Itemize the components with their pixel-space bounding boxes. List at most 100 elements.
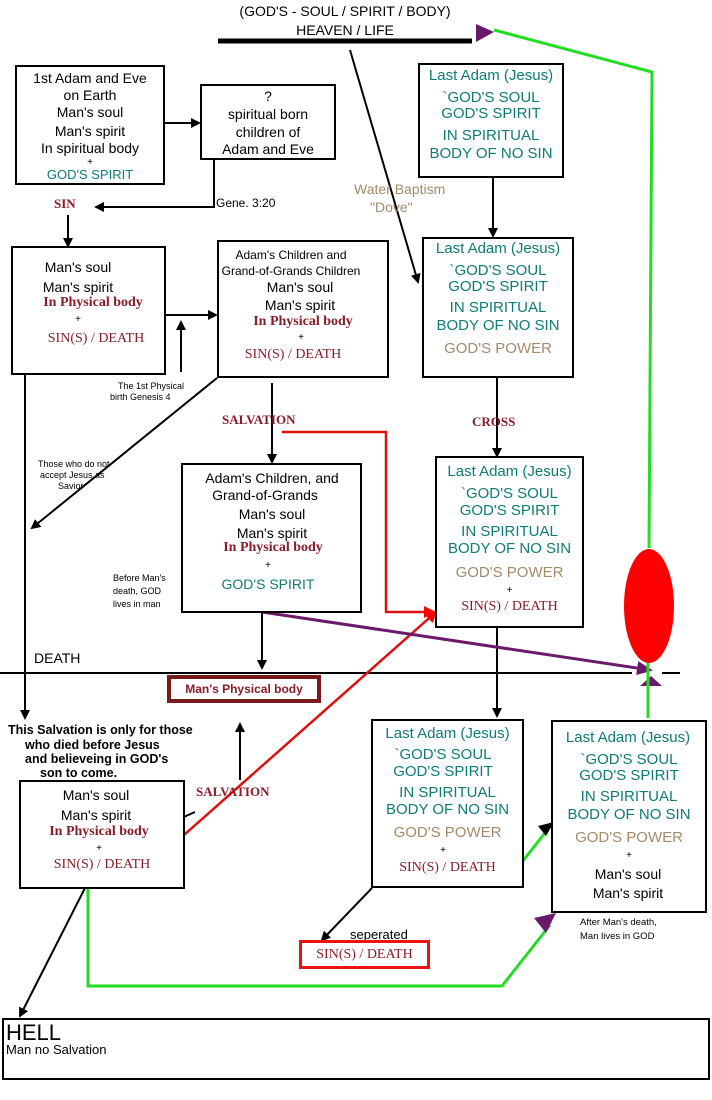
box-text: 1st Adam and Eve [33, 70, 147, 86]
box-text: SIN(S) / DEATH [461, 599, 558, 614]
box-text: GOD'S POWER [575, 829, 683, 846]
box-text: Man's spirit [236, 525, 308, 541]
box-text: Man's spirit [54, 123, 126, 139]
box-text: Last Adam (Jesus) [385, 725, 510, 742]
box-jesus-1: Last Adam (Jesus) `GOD'S SOUL GOD'S SPIR… [418, 63, 564, 178]
label-cross: CROSS [472, 414, 516, 429]
label-salvation-only-1: This Salvation is only for those [8, 723, 193, 737]
box-separated-sin: SIN(S) / DEATH [299, 940, 430, 969]
box-text: GOD'S POWER [444, 340, 552, 357]
arrow-to-hell [19, 887, 86, 1018]
arrow-to-unsaved [30, 377, 218, 530]
box-text: on Earth [63, 87, 117, 103]
box-text: In Physical body [43, 295, 143, 310]
box-text: spiritual born [227, 106, 309, 122]
box-text: BODY OF NO SIN [436, 317, 560, 334]
box-jesus-5: Last Adam (Jesus) `GOD'S SOUL GOD'S SPIR… [551, 720, 707, 913]
label-not-accept-1: Those who do not [38, 459, 110, 469]
header-title-line1: (GOD'S - SOUL / SPIRIT / BODY) [239, 3, 451, 19]
box-text: Last Adam (Jesus) [447, 463, 572, 480]
box-text: Man's soul [594, 866, 662, 882]
box-text: IN SPIRITUAL [399, 784, 496, 801]
label-water-baptism-2: "Dove" [370, 199, 413, 215]
purple-arrowhead-top [476, 24, 494, 42]
label-salvation-only-3: and believeing in GOD's [25, 752, 169, 766]
label-salvation-2: SALVATION [196, 784, 270, 799]
arrow-gene [94, 160, 215, 212]
label-after-death-2: Man lives in GOD [580, 931, 655, 942]
box-text: Man's soul [44, 259, 112, 275]
box-text: Last Adam (Jesus) [565, 729, 691, 746]
box-text: In Physical body [49, 824, 149, 839]
box-text: Man's Physical body [185, 682, 303, 696]
label-not-accept-2: accept Jesus as [40, 470, 105, 480]
label-gene: Gene. 3:20 [216, 196, 276, 210]
box-text: Adam's Children and [235, 248, 347, 262]
label-salvation-only-4: son to come. [40, 766, 118, 780]
box-text: IN SPIRITUAL [580, 788, 678, 805]
label-salvation-1: SALVATION [222, 412, 296, 427]
label-water-baptism-1: Water Baptism [354, 181, 446, 197]
hell-subtitle: Man no Salvation [6, 1042, 107, 1057]
box-text: + [298, 332, 304, 343]
label-after-death-1: After Man's death, [580, 917, 657, 928]
box-text: + [87, 157, 93, 168]
box-text: BODY OF NO SIN [429, 145, 553, 162]
box-text: GOD'S POWER [393, 824, 502, 841]
box-hell: HELL Man no Salvation [2, 1018, 710, 1080]
box-saved-children: Adam's Children, and Grand-of-Grands Man… [181, 463, 362, 613]
arrow-heaven-to-jesus2 [349, 49, 421, 284]
box-text: SIN(S) / DEATH [399, 860, 496, 875]
header-title-line2: HEAVEN / LIFE [296, 22, 394, 38]
box-text: In Physical body [223, 540, 323, 555]
box-text: `GOD'S SOUL [580, 751, 678, 768]
box-text: `GOD'S SOUL [442, 89, 540, 106]
box-text: IN SPIRITUAL [442, 127, 540, 144]
box-text: + [626, 850, 632, 861]
label-sin: SIN [54, 196, 76, 211]
box-text: + [96, 843, 102, 854]
box-text: ? [264, 88, 272, 104]
box-jesus-4: Last Adam (Jesus) `GOD'S SOUL GOD'S SPIR… [371, 719, 524, 888]
label-before-death-1: Before Man's [113, 573, 166, 583]
red-salvation-route-1 [282, 430, 436, 618]
label-before-death-3: lives in man [113, 599, 161, 609]
red-salvation-route-2 [157, 610, 438, 859]
box-text: IN SPIRITUAL [461, 523, 558, 540]
box-text: GOD'S SPIRIT [459, 502, 560, 519]
purple-arrowhead-small [640, 676, 662, 686]
box-text: Man's spirit [592, 885, 664, 901]
arrow-jesus4-to-separated [320, 887, 373, 942]
label-seperated: seperated [350, 927, 408, 942]
box-text: + [265, 560, 271, 571]
box-text: SIN(S) / DEATH [47, 331, 145, 346]
label-first-birth-1: The 1st Physical [118, 381, 185, 391]
label-before-death-2: death, GOD [113, 586, 162, 596]
box-text: In spiritual body [40, 140, 140, 156]
box-text: `GOD'S SOUL [460, 485, 559, 502]
box-text: Man's spirit [264, 297, 336, 313]
box-text: GOD'S POWER [455, 564, 564, 581]
box-text: IN SPIRITUAL [449, 299, 547, 316]
box-text: BODY OF NO SIN [385, 801, 510, 818]
box-text: Man's soul [56, 104, 124, 120]
box-adams-children: Adam's Children and Grand-of-Grands Chil… [217, 240, 389, 378]
box-text: Adam and Eve [222, 141, 314, 157]
box-text: Man's soul [238, 506, 306, 522]
box-text: SIN(S) / DEATH [316, 947, 413, 962]
box-physical-body: Man's Physical body [167, 675, 321, 703]
label-not-accept-3: Savior [58, 481, 84, 491]
box-text: `GOD'S SOUL [394, 746, 492, 763]
box-text: GOD'S SPIRIT [579, 767, 679, 784]
box-text: In Physical body [253, 314, 353, 329]
box-text: BODY OF NO SIN [447, 540, 572, 557]
box-text: GOD'S SPIRIT [393, 763, 493, 780]
green-route-up [493, 28, 654, 549]
box-jesus-2: Last Adam (Jesus) `GOD'S SOUL GOD'S SPIR… [422, 237, 574, 378]
hell-title: HELL [6, 1020, 62, 1045]
black-arrowhead-jesus5 [538, 822, 554, 836]
box-man-physical: Man's soul Man's spirit In Physical body… [11, 246, 166, 375]
box-text: GOD'S SPIRIT [46, 167, 134, 182]
box-text: Last Adam (Jesus) [435, 240, 561, 257]
